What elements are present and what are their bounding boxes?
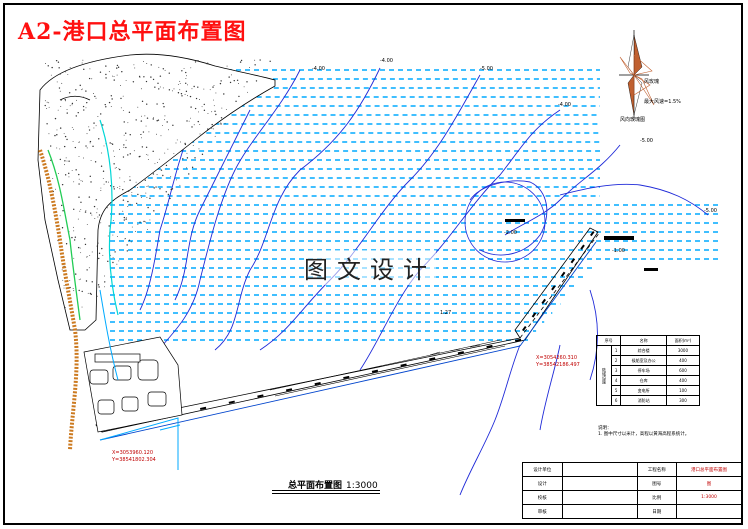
depth-label: -5.00 xyxy=(480,66,493,72)
depth-label: -5.00 xyxy=(704,208,717,214)
title-block-row: 审核 日期 xyxy=(522,504,742,519)
legend-cell: 4 xyxy=(610,375,622,386)
legend-cell: 600 xyxy=(665,365,701,376)
title-block-cell: 港口总平面布置图 xyxy=(676,462,742,477)
title-block-cell: 设计 xyxy=(522,476,563,491)
title-block-cell: 校核 xyxy=(522,490,563,505)
title-block-cell: 比例 xyxy=(636,490,677,505)
legend-header-row: 序号 名称 面积(m²) xyxy=(595,335,701,346)
legend-cell: 候船室及办公 xyxy=(620,355,667,366)
depth-label: -2.00 xyxy=(504,230,517,236)
coordinate-label: X=3053960.120 xyxy=(112,450,154,456)
legend-cell: 6 xyxy=(610,395,622,406)
legend-header-cell: 名称 xyxy=(620,335,667,346)
wind-rose-label: 风玫瑰 xyxy=(644,79,660,85)
plan-caption-scale: 1:3000 xyxy=(346,481,378,491)
title-block-row: 设计 图号 图 xyxy=(522,476,742,491)
legend-cell: 400 xyxy=(665,355,701,366)
caption-underline xyxy=(272,493,380,494)
wind-rose-scale: 最大风速=1.5% xyxy=(644,99,681,105)
caption-underline xyxy=(272,490,380,491)
buoy-marker xyxy=(505,219,525,222)
depth-label: -1.00 xyxy=(612,248,625,254)
title-block-cell: 设计单位 xyxy=(522,462,563,477)
note-line: 说明： xyxy=(598,426,612,431)
depth-label: -4.00 xyxy=(558,102,571,108)
depth-label: -4.00 xyxy=(312,66,325,72)
land-facilities xyxy=(83,336,183,433)
legend-cell: 3000 xyxy=(665,345,701,356)
legend-cell: 3 xyxy=(610,365,622,376)
title-block-cell xyxy=(561,462,638,477)
green-shore-line xyxy=(47,149,81,321)
title-block: 设计单位 工程名称 港口总平面布置图 设计 图号 图 校核 比例 1:3000 … xyxy=(522,462,742,519)
legend-cell: 2 xyxy=(610,355,622,366)
title-block-cell xyxy=(561,476,638,491)
drainage-channel xyxy=(99,417,181,470)
drawing-title: A2-港口总平面布置图 xyxy=(18,19,247,45)
legend-cell: 停车场 xyxy=(620,365,667,376)
note-line: 1. 图中尺寸以米计，高程以黄海高程系统计。 xyxy=(598,432,690,437)
legend-cell: 仓库 xyxy=(620,375,667,386)
legend-cell: 300 xyxy=(665,395,701,406)
legend-cell: 100 xyxy=(665,385,701,396)
drawing-frame xyxy=(3,3,743,525)
turning-basin-circle xyxy=(464,181,546,263)
wind-rose xyxy=(619,30,655,120)
title-block-cell xyxy=(561,490,638,505)
depth-label: 1.27 xyxy=(440,310,452,316)
legend-side-label: 陆域设施 xyxy=(596,345,612,406)
coastline xyxy=(37,53,276,451)
coordinate-label: X=3054260.310 xyxy=(536,355,578,361)
depth-label: -5.00 xyxy=(640,138,653,144)
title-block-cell: 图 xyxy=(676,476,742,491)
rock-shoreline xyxy=(38,149,79,451)
title-block-row: 校核 比例 1:3000 xyxy=(522,490,742,505)
legend-cell: 5 xyxy=(610,385,622,396)
title-block-row: 设计单位 工程名称 港口总平面布置图 xyxy=(522,462,742,477)
legend-cell: 消防站 xyxy=(620,395,667,406)
title-block-cell: 工程名称 xyxy=(636,462,677,477)
legend-cell: 变电所 xyxy=(620,385,667,396)
legend-header-cell: 序号 xyxy=(595,335,622,346)
title-block-cell xyxy=(561,504,638,519)
plan-caption-text: 总平面布置图 xyxy=(288,481,343,491)
wind-rose-caption: 风向玫瑰图 xyxy=(620,117,646,123)
depth-label: -4.00 xyxy=(380,58,393,64)
coordinate-label: Y=38541802.304 xyxy=(112,457,156,463)
legend-cell: 综合楼 xyxy=(620,345,667,356)
legend-cell: 400 xyxy=(665,375,701,386)
water-hatching xyxy=(110,69,720,341)
coordinate-label: Y=38542186.497 xyxy=(536,362,580,368)
access-road xyxy=(99,241,597,441)
watermark-text: 图文设计 xyxy=(304,250,436,285)
drawing-notes: 说明： 1. 图中尺寸以米计，高程以黄海高程系统计。 xyxy=(598,426,689,438)
title-block-cell xyxy=(676,504,742,519)
wharf-lines xyxy=(269,339,506,397)
title-block-cell: 日期 xyxy=(636,504,677,519)
breakwater-head xyxy=(604,236,658,271)
legend-header-cell: 面积(m²) xyxy=(665,335,701,346)
cyan-shore-line xyxy=(99,119,119,316)
depth-contours xyxy=(139,67,709,496)
title-block-cell: 1:3000 xyxy=(676,490,742,505)
title-block-cell: 图号 xyxy=(636,476,677,491)
title-block-cell: 审核 xyxy=(522,504,563,519)
legend-cell: 1 xyxy=(610,345,622,356)
